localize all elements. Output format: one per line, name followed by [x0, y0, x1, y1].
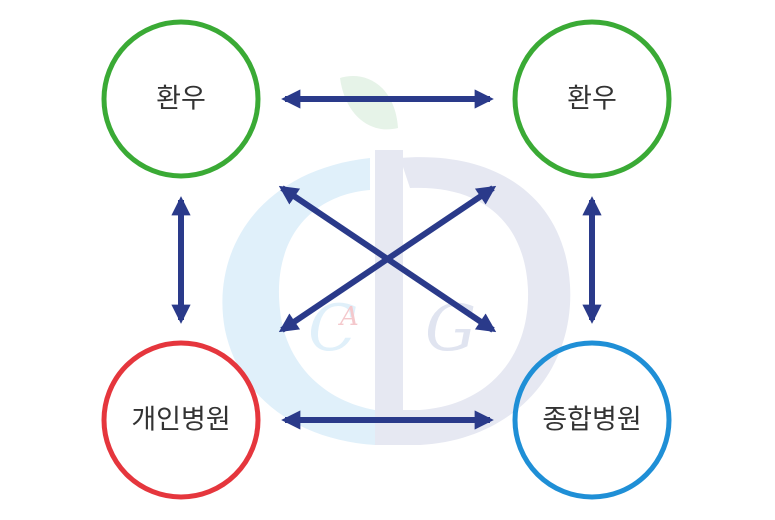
node-patient-left-circle [101, 19, 261, 179]
arrows [171, 89, 602, 430]
node-clinic-label: 개인병원 [131, 405, 230, 436]
node-patient-left-label: 환우 [156, 84, 206, 115]
node-hospital-circle [512, 340, 672, 500]
node-clinic-circle [101, 340, 261, 500]
watermark-letter-a: A [338, 302, 359, 332]
node-patient-right-label: 환우 [567, 84, 617, 115]
node-clinic: 개인병원 [101, 340, 261, 500]
watermark-d-gray [400, 157, 571, 445]
watermark-stem [375, 150, 403, 445]
watermark-c-blue [222, 158, 375, 445]
arrow-diagonal-up [278, 185, 497, 333]
node-patient-right-circle [512, 19, 672, 179]
node-hospital: 종합병원 [512, 340, 672, 500]
node-patient-left: 환우 [101, 19, 261, 179]
node-hospital-label: 종합병원 [542, 405, 641, 436]
watermark-leaf [340, 75, 398, 130]
watermark-logo: C A G [222, 75, 571, 445]
node-patient-right: 환우 [512, 19, 672, 179]
